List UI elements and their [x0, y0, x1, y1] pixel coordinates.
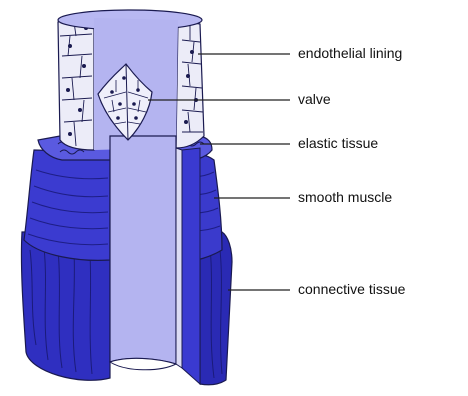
label-valve: valve	[298, 91, 331, 107]
label-endothelial-lining: endothelial lining	[298, 45, 402, 61]
label-smooth-muscle: smooth muscle	[298, 189, 392, 205]
label-connective-tissue: connective tissue	[298, 281, 405, 297]
label-elastic-tissue: elastic tissue	[298, 135, 378, 151]
